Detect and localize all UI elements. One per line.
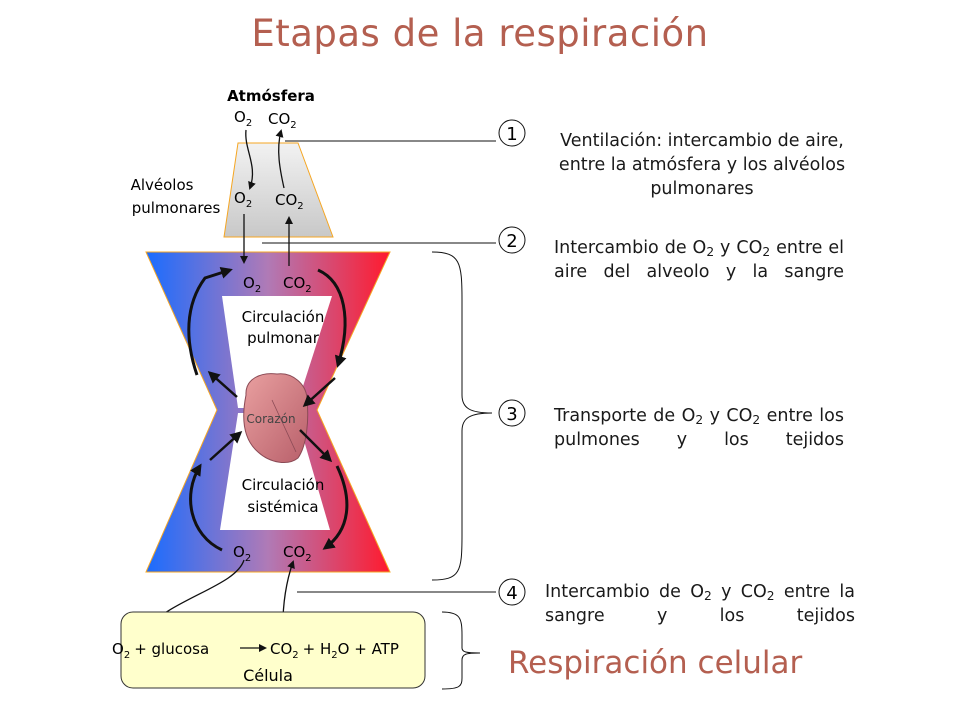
arrow-co2-alveoli-to-atm xyxy=(275,129,285,189)
cellular-respiration-label: Respiración celular xyxy=(508,645,803,681)
brace-circulation xyxy=(431,251,493,581)
arrow-pulmonary-right xyxy=(317,268,347,368)
pulmonary-label-2: pulmonar xyxy=(247,329,320,347)
alveoli-label-2: pulmonares xyxy=(132,199,221,217)
pulm-o2-label: O2 xyxy=(243,274,261,295)
step-3-badge: 3 xyxy=(498,399,526,427)
arrow-o2-atm-to-alveoli xyxy=(245,129,256,190)
step-3-number: 3 xyxy=(506,404,517,425)
alv-co2-label: CO2 xyxy=(275,191,304,212)
cell-equation-left: O2+ glucosa xyxy=(112,640,209,661)
cell-shape xyxy=(120,611,426,689)
sys-co2-label: CO2 xyxy=(283,543,312,564)
step-1-badge: 1 xyxy=(498,119,526,147)
brace-cell xyxy=(441,611,481,690)
pulmonary-loop xyxy=(222,296,332,408)
arrow-heart-4 xyxy=(207,371,238,398)
cell-label: Célula xyxy=(243,666,293,685)
arrow-heart-2 xyxy=(299,429,333,463)
cell-equation-right: CO2+ H2O + ATP xyxy=(270,640,399,661)
alv-o2-label: O2 xyxy=(234,189,252,210)
step-4-number: 4 xyxy=(506,583,517,604)
arrow-heart-1 xyxy=(302,377,336,408)
atm-o2-label: O2 xyxy=(234,108,252,129)
step-4-badge: 4 xyxy=(498,578,526,606)
arrow-systemic-right xyxy=(322,465,349,550)
step-2-text: Intercambio de O2 y CO2 entre el aire de… xyxy=(554,238,844,282)
step-4-text: Intercambio de O2 y CO2 entre la sangre … xyxy=(545,582,855,626)
alveoli-label-1: Alvéolos xyxy=(131,176,194,194)
heart-divider xyxy=(271,399,297,453)
alveoli-shape xyxy=(223,142,334,238)
step-2-badge: 2 xyxy=(498,226,526,254)
atmosphere-label: Atmósfera xyxy=(227,87,315,105)
pulmonary-label-1: Circulación xyxy=(242,308,325,326)
arrow-systemic-left xyxy=(189,463,223,552)
page-title: Etapas de la respiración xyxy=(251,12,709,55)
sys-o2-label: O2 xyxy=(233,543,251,564)
step-1-text: Ventilación: intercambio de aire, entre … xyxy=(558,131,846,199)
step-2-number: 2 xyxy=(506,231,517,252)
heart-label: Corazón xyxy=(246,412,295,426)
systemic-label-1: Circulación xyxy=(242,476,325,494)
arrow-heart-3 xyxy=(209,430,243,461)
atm-co2-label: CO2 xyxy=(268,110,297,131)
step-1-number: 1 xyxy=(506,124,517,145)
systemic-label-2: sistémica xyxy=(247,498,318,516)
arrow-pulmonary-left xyxy=(187,267,233,376)
pulm-co2-label: CO2 xyxy=(283,274,312,295)
step-3-text: Transporte de O2 y CO2 entre los pulmone… xyxy=(554,406,844,450)
